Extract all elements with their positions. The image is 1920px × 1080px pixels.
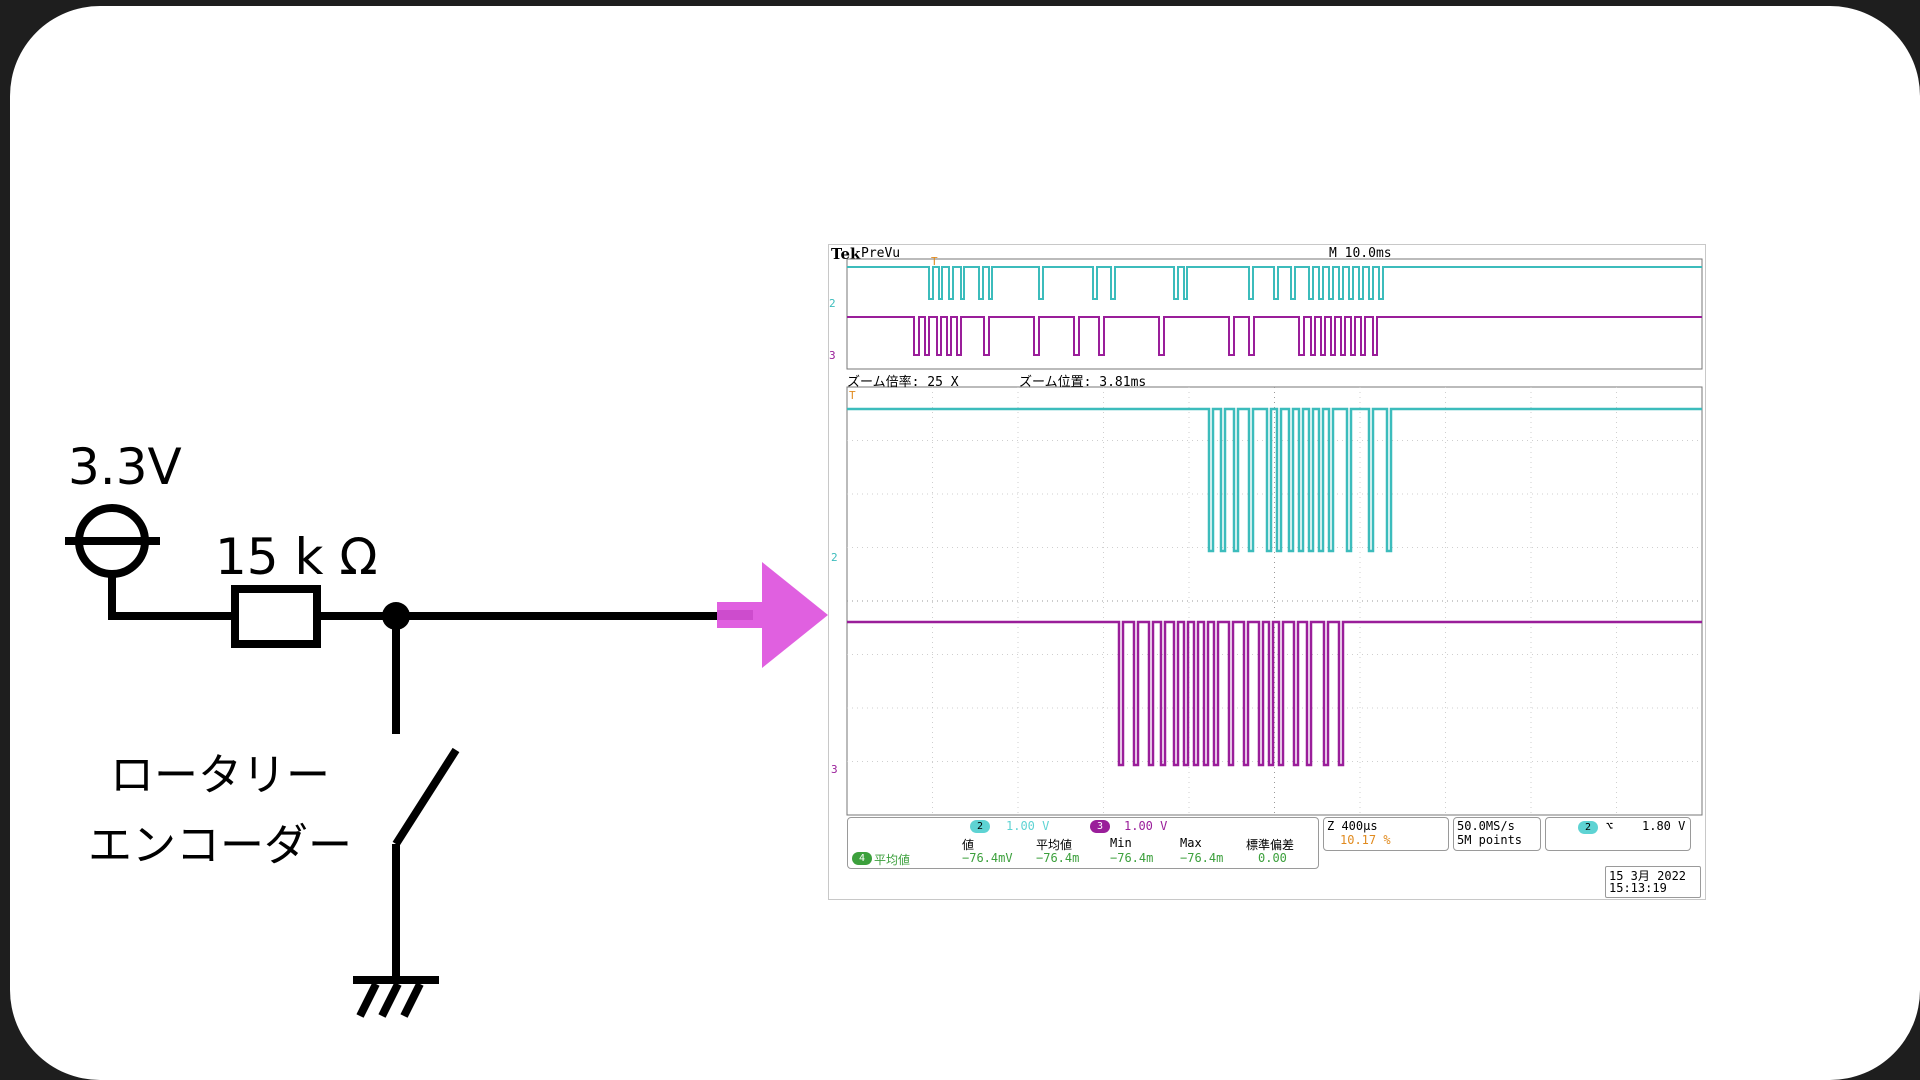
- trigger-position: 10.17 %: [1340, 833, 1391, 847]
- resistor-icon: [231, 585, 321, 648]
- meas-header-value: 値: [962, 838, 975, 852]
- ch2-badge: 2: [970, 820, 990, 833]
- supply-voltage-label: 3.3V: [68, 438, 182, 496]
- resistor-value-label: 15 k Ω: [215, 528, 378, 586]
- acquisition-box: 50.0MS/s 5M points: [1453, 817, 1541, 851]
- zoom-ch3-trace: [847, 620, 1702, 767]
- pointer-arrow-icon: [717, 562, 828, 668]
- zoom-traces: [847, 407, 1702, 767]
- oscilloscope-capture: Tek PreVu M 10.0ms 2 3 2 3 T T ズーム倍率: 25…: [828, 244, 1706, 900]
- meas-header-min: Min: [1110, 836, 1132, 850]
- ch2-scale: 1.00 V: [1006, 819, 1050, 833]
- ch2-marker-top: 2: [829, 297, 836, 310]
- timebase-box: Z 400μs 10.17 %: [1323, 817, 1449, 851]
- capture-time: 15:13:19: [1609, 881, 1667, 895]
- meas-value: −76.4mV: [962, 851, 1013, 865]
- ch3-marker-zoom: 3: [831, 763, 838, 776]
- meas-header-max: Max: [1180, 836, 1202, 850]
- ch3-scale: 1.00 V: [1124, 819, 1168, 833]
- circuit-schematic: [65, 504, 828, 1018]
- meas-max: −76.4m: [1180, 851, 1224, 865]
- meas-stdev: 0.00: [1258, 851, 1287, 865]
- scope-mode: PreVu: [861, 246, 901, 261]
- slide: 3.3V 15 k Ω ロータリー エンコーダー Tek PreVu M 10.…: [10, 6, 1920, 1080]
- trigger-level: 1.80 V: [1642, 819, 1686, 833]
- ch3-badge: 3: [1090, 820, 1110, 833]
- capture-date: 15 3月 2022: [1609, 869, 1687, 883]
- overview-traces: [847, 266, 1702, 356]
- trigger-box: 2 ⌥ 1.80 V: [1545, 817, 1691, 851]
- ground-icon: [353, 976, 439, 1018]
- trigger-edge-icon: ⌥: [1606, 819, 1614, 833]
- zoom-frame: [846, 386, 1703, 816]
- scope-timebase: M 10.0ms: [1329, 246, 1392, 261]
- encoder-label-line2: エンコーダー: [88, 820, 352, 871]
- ch2-marker-zoom: 2: [831, 551, 838, 564]
- meas-label: 平均値: [874, 853, 911, 867]
- meas-header-mean: 平均値: [1036, 838, 1073, 852]
- supply-terminal-icon: [65, 504, 160, 578]
- trigger-ch-badge: 2: [1578, 821, 1598, 834]
- ch3-marker-top: 3: [829, 349, 836, 362]
- trigger-marker-zoom: T: [849, 389, 856, 402]
- encoder-label-line1: ロータリー: [110, 750, 330, 801]
- meas-min: −76.4m: [1110, 851, 1154, 865]
- meas-mean: −76.4m: [1036, 851, 1080, 865]
- zoom-factor: ズーム倍率: 25 X: [847, 375, 959, 390]
- datetime-box: 15 3月 2022 15:13:19: [1605, 866, 1701, 898]
- zoom-timebase: Z 400μs: [1327, 819, 1378, 833]
- trigger-marker: T: [931, 255, 938, 268]
- meas-header-stdev: 標準偏差: [1246, 838, 1295, 852]
- ch4-badge: 4: [852, 852, 872, 865]
- supply-wire: [108, 574, 235, 620]
- sample-rate: 50.0MS/s: [1457, 819, 1515, 833]
- switch-lever-icon: [392, 747, 460, 847]
- encoder-label: ロータリー エンコーダー: [70, 741, 370, 881]
- scope-waveforms: 2 3 2 3 T T: [829, 255, 1703, 816]
- channel-scale-box: 2 1.00 V 3 1.00 V 値 平均値 Min Max 標準偏差 4 平…: [847, 817, 1319, 869]
- record-length: 5M points: [1457, 833, 1523, 847]
- overview-ch2-trace: [847, 266, 1702, 300]
- zoom-ch2-trace: [847, 407, 1702, 553]
- zoom-position: ズーム位置: 3.81ms: [1019, 375, 1147, 390]
- overview-ch3-trace: [847, 316, 1702, 356]
